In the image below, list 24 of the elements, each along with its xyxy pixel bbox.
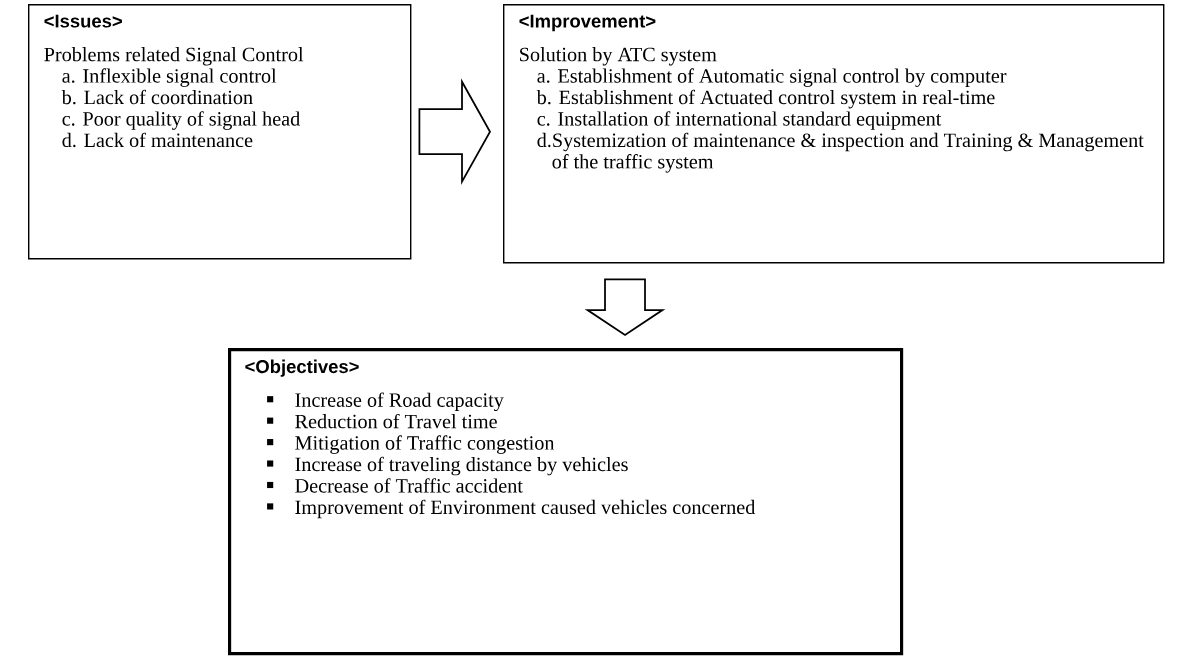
list-item: b. Establishment of Actuated control system in real-time xyxy=(536,89,995,109)
list-item: d.Systemization of maintenance & inspection and Training & Management of the traffic system xyxy=(537,132,1144,173)
text-box xyxy=(228,348,904,656)
box-heading: <Improvement> xyxy=(519,14,656,32)
bullet-item: Increase of traveling distance by vehicles xyxy=(267,456,628,476)
bullet-item: Reduction of Travel time xyxy=(267,413,497,429)
list-item: b. Lack of coordination xyxy=(61,89,253,105)
list-item: d. Lack of maintenance xyxy=(62,132,253,148)
block-arrow xyxy=(418,78,491,186)
bullet-item: Decrease of Traffic accident xyxy=(267,478,523,493)
bullet-item: Mitigation of Traffic congestion xyxy=(267,435,555,454)
body-text: Solution by ATC system xyxy=(520,47,717,66)
box-heading: <Objectives> xyxy=(245,359,359,377)
text-box xyxy=(503,4,1165,264)
list-item: a. Establishment of Automatic signal control by computer xyxy=(537,68,1007,87)
bullet-item: Increase of Road capacity xyxy=(267,392,504,412)
body-text: Problems related Signal Control xyxy=(44,47,304,66)
box-heading: <Issues> xyxy=(44,14,122,28)
bullet-item: Improvement of Environment caused vehicles concerned xyxy=(267,499,756,519)
list-item: c. Installation of international standard equipment xyxy=(537,111,942,130)
text-box xyxy=(28,4,412,260)
block-arrow xyxy=(584,278,666,337)
list-item: c. Poor quality of signal head xyxy=(62,111,300,130)
list-item: a. Inflexible signal control xyxy=(62,68,277,87)
